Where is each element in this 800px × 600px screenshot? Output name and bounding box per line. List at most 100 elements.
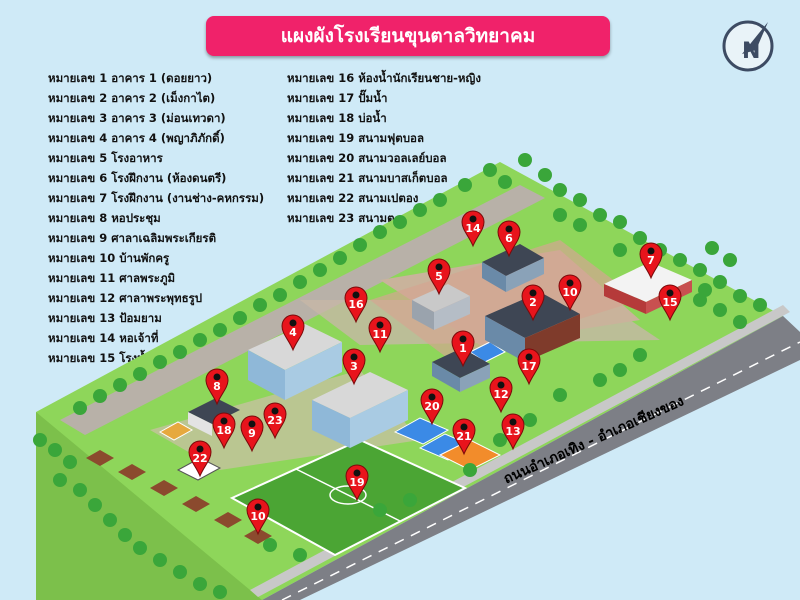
- legend-entry: หมายเลข 14 หอเจ้าที่: [48, 331, 159, 345]
- marker-label: 16: [348, 298, 364, 311]
- tree: [73, 483, 87, 497]
- map-marker: 21: [452, 418, 476, 456]
- tree: [553, 388, 567, 402]
- tree: [633, 231, 647, 245]
- tree: [293, 548, 307, 562]
- marker-label: 10: [250, 510, 266, 523]
- legend-entry: หมายเลข 19 สนามฟุตบอล: [287, 131, 424, 145]
- compass-north-icon: N: [722, 20, 774, 72]
- tree: [293, 275, 307, 289]
- tree: [553, 183, 567, 197]
- tree: [88, 498, 102, 512]
- map-marker: 15: [658, 284, 682, 322]
- tree: [713, 303, 727, 317]
- tree: [233, 311, 247, 325]
- map-marker: 10: [558, 274, 582, 312]
- tree: [63, 455, 77, 469]
- map-marker: 18: [212, 412, 236, 450]
- map-marker: 6: [497, 220, 521, 258]
- tree: [523, 413, 537, 427]
- map-title: แผงผังโรงเรียนขุนตาลวิทยาคม: [280, 25, 536, 47]
- legend-entry: หมายเลข 16 ห้องน้ำนักเรียนชาย-หญิง: [287, 71, 481, 85]
- marker-label: 23: [267, 414, 282, 427]
- map-marker: 12: [489, 376, 513, 414]
- legend-entry: หมายเลข 17 ปั๊มน้ำ: [287, 91, 388, 105]
- legend-entry: หมายเลข 7 โรงฝึกงาน (งานช่าง-คหกรรม): [48, 191, 265, 205]
- legend-entry: หมายเลข 13 ป้อมยาม: [48, 311, 162, 325]
- legend-entry: หมายเลข 18 บ่อน้ำ: [287, 111, 387, 125]
- tree: [483, 163, 497, 177]
- marker-label: 21: [456, 430, 471, 443]
- tree: [73, 401, 87, 415]
- legend-entry: หมายเลข 21 สนามบาสเก็ตบอล: [287, 171, 448, 185]
- tree: [498, 175, 512, 189]
- tree: [613, 215, 627, 229]
- marker-label: 3: [350, 360, 358, 373]
- marker-label: 18: [216, 424, 231, 437]
- map-marker: 22: [188, 440, 212, 478]
- map-marker: 9: [240, 415, 264, 453]
- marker-label: 12: [493, 388, 508, 401]
- map-marker: 11: [368, 316, 392, 354]
- legend-entry: หมายเลข 12 ศาลาพระพุทธรูป: [48, 291, 203, 305]
- legend-right-column: หมายเลข 16 ห้องน้ำนักเรียนชาย-หญิงหมายเล…: [287, 68, 481, 228]
- tree: [48, 443, 62, 457]
- tree: [723, 253, 737, 267]
- tree: [118, 528, 132, 542]
- tree: [213, 585, 227, 599]
- map-marker: 14: [461, 210, 485, 248]
- tree: [705, 241, 719, 255]
- tree: [593, 208, 607, 222]
- map-marker: 23: [263, 402, 287, 440]
- map-marker: 3: [342, 348, 366, 386]
- tree: [733, 289, 747, 303]
- tree: [463, 463, 477, 477]
- tree: [173, 565, 187, 579]
- marker-label: 20: [424, 400, 440, 413]
- tree: [373, 503, 387, 517]
- legend-entry: หมายเลข 8 หอประชุม: [48, 211, 161, 225]
- tree: [213, 323, 227, 337]
- marker-label: 6: [505, 232, 513, 245]
- compass-letter: N: [742, 39, 760, 64]
- tree: [573, 218, 587, 232]
- legend-entry: หมายเลข 9 ศาลาเฉลิมพระเกียรติ: [48, 231, 217, 245]
- tree: [713, 275, 727, 289]
- tree: [733, 315, 747, 329]
- legend-entry: หมายเลข 22 สนามเปตอง: [287, 191, 419, 205]
- tree: [313, 263, 327, 277]
- legend-entry: หมายเลข 2 อาคาร 2 (เม็งกาไต): [48, 91, 216, 105]
- tree: [613, 363, 627, 377]
- tree: [753, 298, 767, 312]
- legend-entry: หมายเลข 10 บ้านพักครู: [48, 251, 170, 265]
- marker-label: 13: [505, 425, 520, 438]
- legend-entry: หมายเลข 6 โรงฝึกงาน (ห้องดนตรี): [48, 171, 227, 185]
- map-marker: 5: [427, 258, 451, 296]
- legend-entry: หมายเลข 4 อาคาร 4 (พญาภิภักดิ์): [48, 131, 225, 145]
- marker-label: 9: [248, 427, 256, 440]
- map-marker: 4: [281, 314, 305, 352]
- tree: [153, 355, 167, 369]
- tree: [518, 153, 532, 167]
- tree: [133, 367, 147, 381]
- legend-entry: หมายเลข 1 อาคาร 1 (ดอยยาว): [48, 71, 213, 85]
- tree: [673, 253, 687, 267]
- tree: [253, 298, 267, 312]
- tree: [103, 513, 117, 527]
- campus-ground: [36, 162, 783, 600]
- map-marker: 16: [344, 286, 368, 324]
- tree: [193, 333, 207, 347]
- map-marker: 8: [205, 368, 229, 406]
- map-marker: 19: [345, 464, 369, 502]
- tree: [173, 345, 187, 359]
- marker-label: 10: [562, 286, 578, 299]
- marker-label: 5: [435, 270, 443, 283]
- tree: [538, 168, 552, 182]
- map-marker: 13: [501, 413, 525, 451]
- legend-entry: หมายเลข 11 ศาลพระภูมิ: [48, 271, 176, 285]
- tree: [53, 473, 67, 487]
- legend-entry: หมายเลข 23 สนามตะกร้อ: [287, 211, 421, 225]
- tree: [33, 433, 47, 447]
